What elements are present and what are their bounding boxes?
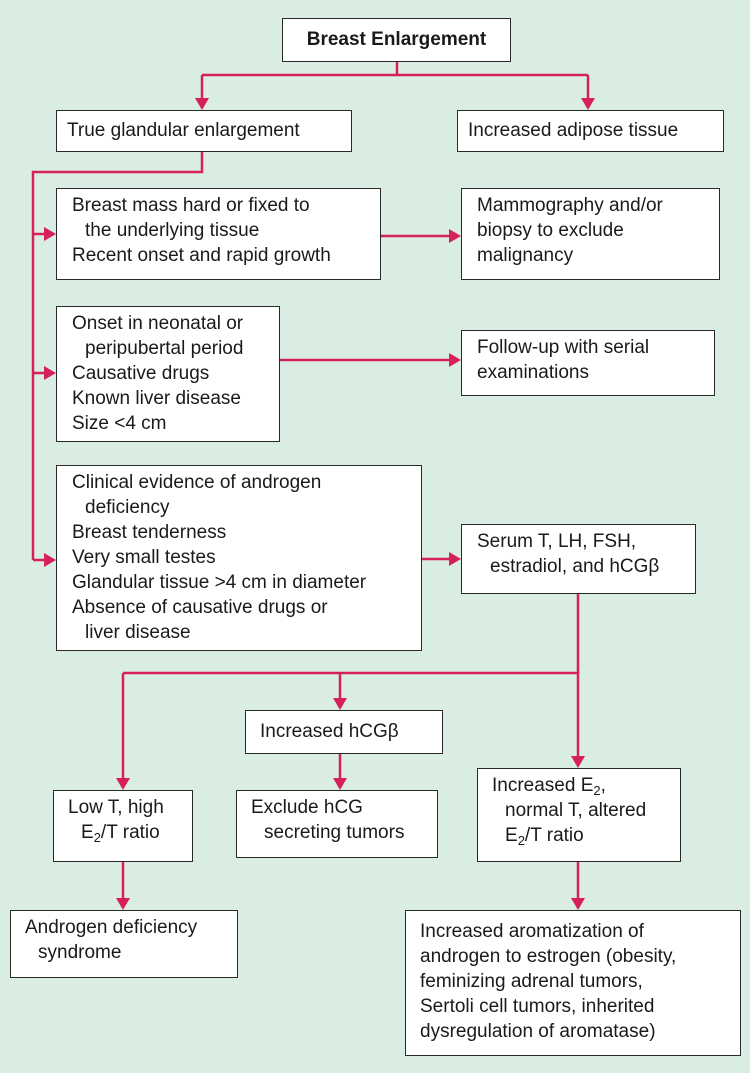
box-aromatization: Increased aromatization of androgen to e… (405, 910, 741, 1056)
arrowhead-serum (449, 552, 461, 566)
arrowhead-adipose (581, 98, 595, 110)
arrowhead-deficiency (116, 898, 130, 910)
arrowhead-followup (449, 353, 461, 367)
box-low-t: Low T, high E2/T ratio (53, 790, 193, 862)
box-androgen-deficiency: Androgen deficiency syndrome (10, 910, 238, 978)
box-adipose: Increased adipose tissue (457, 110, 724, 152)
arrowhead-clinical (44, 553, 56, 567)
arrowhead-hcg (333, 698, 347, 710)
title-text: Breast Enlargement (306, 29, 487, 50)
box-mammography: Mammography and/or biopsy to exclude mal… (461, 188, 720, 280)
box-follow-up: Follow-up with serial examinations (461, 330, 715, 396)
arrowhead-aromatization (571, 898, 585, 910)
arrowhead-mammo (449, 229, 461, 243)
box-breast-enlargement: Breast Enlargement (282, 18, 511, 62)
box-exclude-hcg: Exclude hCG secreting tumors (236, 790, 438, 858)
connector-glandular-stem (31, 152, 204, 560)
arrowhead-mass (44, 227, 56, 241)
box-increased-e2: Increased E2, normal T, altered E2/T rat… (477, 768, 681, 862)
box-increased-hcg: Increased hCGβ (245, 710, 443, 754)
arrowhead-e2 (571, 756, 585, 768)
arrowhead-low-t (116, 778, 130, 790)
box-clinical-evidence: Clinical evidence of androgen deficiency… (56, 465, 422, 651)
box-serum-tests: Serum T, LH, FSH, estradiol, and hCGβ (461, 524, 696, 594)
arrowhead-neonatal (44, 366, 56, 380)
box-breast-mass: Breast mass hard or fixed to the underly… (56, 188, 381, 280)
box-neonatal-onset: Onset in neonatal or peripubertal period… (56, 306, 280, 442)
box-true-glandular: True glandular enlargement (56, 110, 352, 152)
arrowhead-true-glandular (195, 98, 209, 110)
arrowhead-exclude (333, 778, 347, 790)
